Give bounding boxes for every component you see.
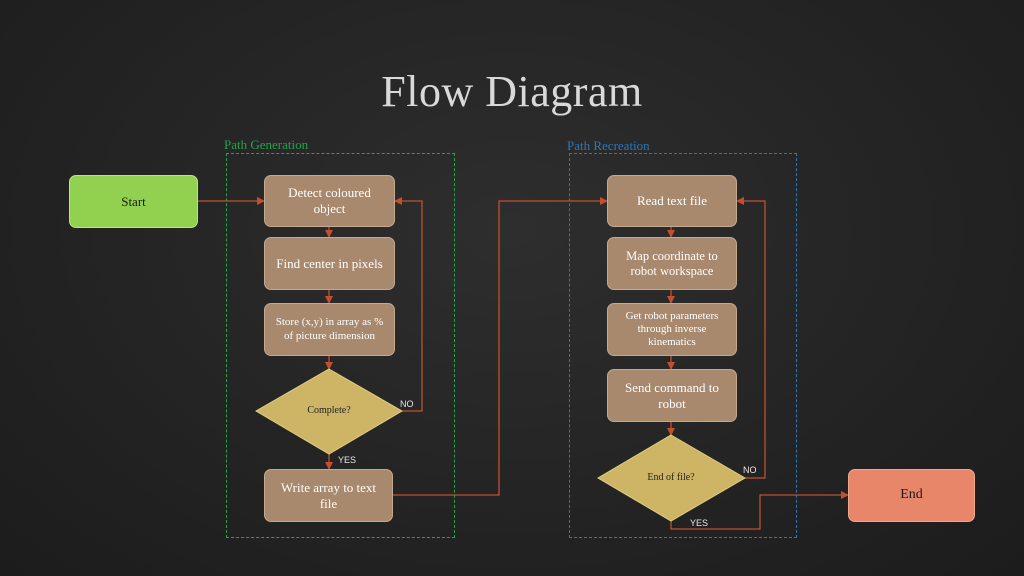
page-title: Flow Diagram: [381, 67, 643, 116]
find-center-node: Find center in pixels: [264, 237, 395, 290]
path-recreation-region: [569, 153, 797, 538]
complete-decision-label: Complete?: [307, 405, 351, 416]
eof-no-label: NO: [743, 465, 757, 475]
start-node: Start: [69, 175, 198, 228]
path-generation-label: Path Generation: [224, 137, 309, 152]
write-array-node: Write array to text file: [264, 469, 393, 522]
complete-yes-label: YES: [338, 455, 357, 465]
arrow-write-to-read: [393, 197, 608, 496]
complete-no-label: NO: [400, 399, 414, 409]
store-array-node: Store (x,y) in array as % of picture dim…: [264, 303, 395, 356]
path-recreation-label: Path Recreation: [567, 138, 650, 153]
robot-parameters-node: Get robot parameters through inverse kin…: [607, 303, 737, 356]
map-coordinate-node: Map coordinate to robot workspace: [607, 237, 737, 290]
eof-yes-label: YES: [690, 518, 709, 528]
end-node: End: [848, 469, 975, 522]
arrow-eof-yes: [670, 491, 849, 530]
path-generation-region: [226, 153, 455, 538]
arrow-eof-no: [736, 197, 766, 479]
send-command-node: Send command to robot: [607, 369, 737, 422]
complete-decision-diamond: [255, 368, 403, 455]
eof-decision-label: End of file?: [647, 472, 695, 483]
arrow-complete-no: [394, 197, 423, 412]
eof-decision-diamond: [597, 434, 746, 522]
read-text-file-node: Read text file: [607, 175, 737, 227]
detect-coloured-object-node: Detect coloured object: [264, 175, 395, 227]
